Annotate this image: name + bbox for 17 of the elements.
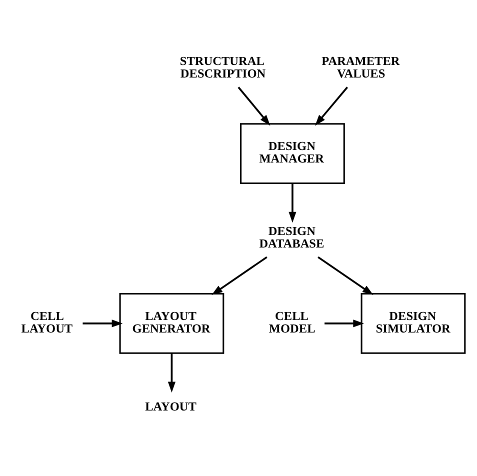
node-text: STRUCTURAL DESCRIPTION [179,54,266,80]
node-box: LAYOUT GENERATOR [118,292,224,354]
arrow [317,256,373,295]
node-text: LAYOUT [144,399,196,414]
arrow [288,183,296,222]
node-text: CELL MODEL [268,308,315,335]
arrow [314,86,348,126]
arrow [237,86,270,126]
arrow [167,352,176,392]
arrow [211,256,267,295]
node-text: DESIGN DATABASE [258,224,324,250]
node-box: DESIGN SIMULATOR [360,292,466,354]
node-text: PARAMETER VALUES [321,54,400,80]
arrow [82,319,122,327]
node-box: DESIGN MANAGER [240,122,344,184]
node-text: CELL LAYOUT [20,308,72,335]
arrow [324,319,364,327]
